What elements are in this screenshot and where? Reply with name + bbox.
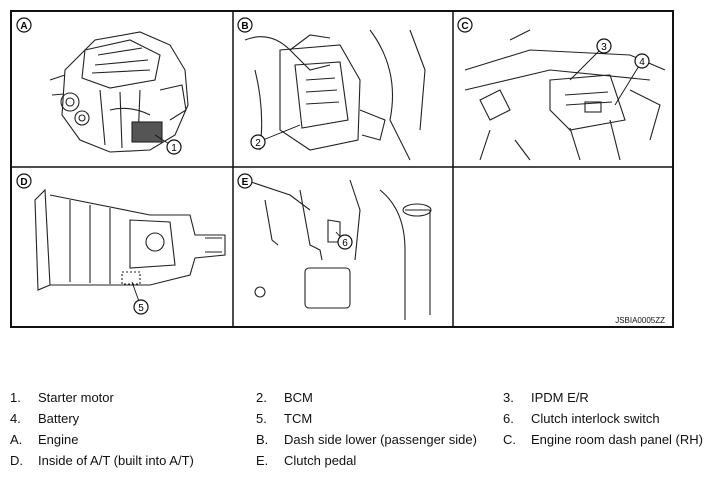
- panel-letter-d: D: [16, 173, 32, 189]
- svg-text:6: 6: [342, 238, 348, 249]
- legend-key: 3.: [503, 390, 514, 405]
- legend-text: Starter motor: [38, 390, 114, 405]
- svg-text:5: 5: [138, 303, 144, 314]
- legend-key: D.: [10, 453, 23, 468]
- legend-text: Dash side lower (passenger side): [284, 432, 477, 447]
- callout-1: 1: [154, 134, 182, 155]
- svg-text:1: 1: [171, 143, 177, 154]
- legend-text: Engine room dash panel (RH): [531, 432, 703, 447]
- legend-text: Engine: [38, 432, 79, 447]
- panel-letter-b: B: [237, 17, 253, 33]
- legend-key: 5.: [256, 411, 267, 426]
- legend-key: 4.: [10, 411, 21, 426]
- panel-e-clutch-pedal: [244, 179, 432, 320]
- svg-text:3: 3: [601, 42, 607, 53]
- legend-text: IPDM E/R: [531, 390, 589, 405]
- callout-4: 4: [614, 53, 650, 106]
- legend-key: 6.: [503, 411, 514, 426]
- svg-text:4: 4: [639, 57, 645, 68]
- svg-text:E: E: [242, 177, 249, 188]
- legend-text: Clutch interlock switch: [531, 411, 660, 426]
- panel-c-engine-room: [464, 29, 666, 161]
- legend-key: 1.: [10, 390, 21, 405]
- panel-letter-c: C: [457, 17, 473, 33]
- panel-a-engine: [49, 31, 189, 153]
- callout-6: 6: [335, 231, 353, 250]
- svg-text:C: C: [461, 21, 468, 32]
- legend-text: Clutch pedal: [284, 453, 357, 468]
- panel-letter-e: E: [237, 173, 253, 189]
- figure-frame: [10, 10, 674, 328]
- legend-key: C.: [503, 432, 516, 447]
- callout-5: 5: [131, 281, 149, 315]
- legend-text: BCM: [284, 390, 313, 405]
- legend-text: Battery: [38, 411, 80, 426]
- legend-key: A.: [10, 432, 23, 447]
- svg-text:2: 2: [255, 138, 261, 149]
- legend-key: B.: [256, 432, 269, 447]
- svg-text:A: A: [20, 21, 27, 32]
- panel-letter-a: A: [16, 17, 32, 33]
- callout-3: 3: [569, 38, 612, 81]
- legend-key: 2.: [256, 390, 267, 405]
- callout-2: 2: [250, 124, 301, 150]
- panel-d-transmission: [34, 188, 226, 291]
- svg-text:D: D: [20, 177, 27, 188]
- legend-key: E.: [256, 453, 269, 468]
- svg-text:B: B: [241, 21, 248, 32]
- figure-code: JSBIA0005ZZ: [615, 316, 665, 325]
- legend-text: TCM: [284, 411, 313, 426]
- legend-text: Inside of A/T (built into A/T): [38, 453, 194, 468]
